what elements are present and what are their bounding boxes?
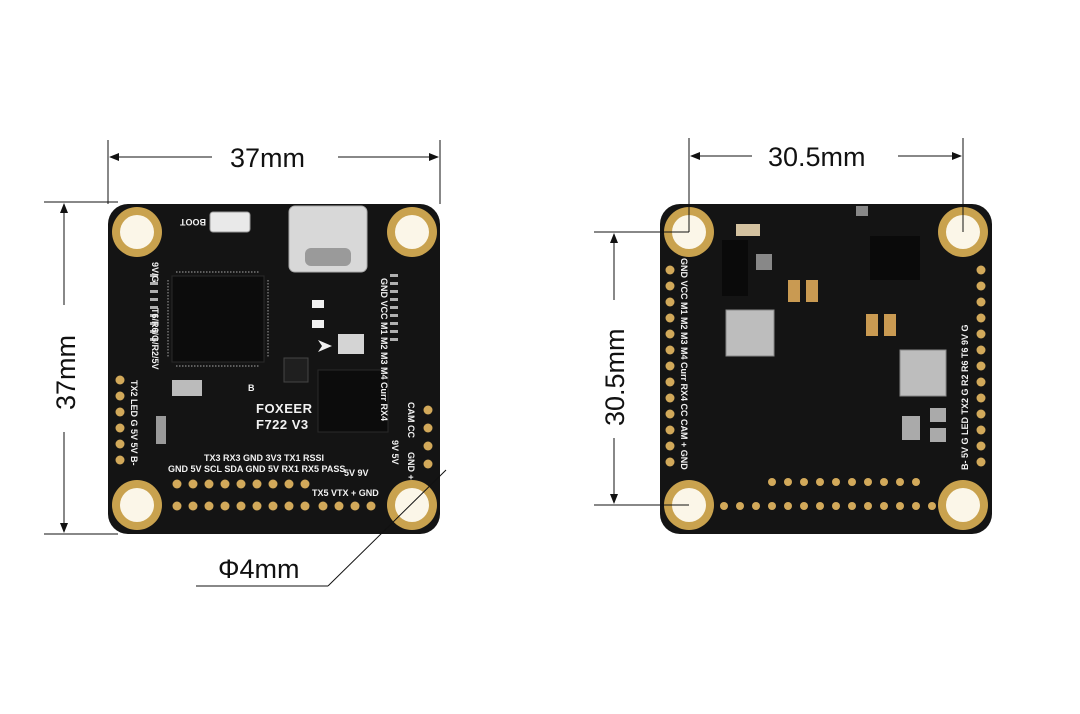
gyro-chip — [283, 357, 309, 383]
mcu-chip — [171, 275, 265, 363]
vtx-row-labels: TX5 VTX + GND — [312, 488, 379, 498]
arrow-icon — [318, 340, 332, 352]
left-pad-labels: TX2 LED G 5V 5V B- — [129, 380, 139, 466]
right-pads-cam-label: CAM CC — [406, 402, 416, 438]
top-row-labels: TX3 RX3 GND 3V3 TX1 RSSI — [204, 453, 324, 463]
back-chip-2 — [722, 240, 748, 296]
hole-diameter-label: Φ4mm — [218, 554, 300, 584]
back-left-labels: GND VCC M1 M2 M3 M4 Curr RX4 CC CAM + GN… — [679, 258, 689, 470]
back-width-dimension-label: 30.5mm — [768, 142, 866, 172]
back-solder-pads — [665, 265, 986, 510]
right-gnd-label: GND + — [406, 452, 416, 480]
front-board: BOOT TX2 LED G 5V 5V B- 9V/G T6/R6/G/R2/… — [108, 204, 440, 534]
width-dimension-label: 37mm — [230, 143, 305, 173]
inductor-1 — [725, 309, 775, 357]
boot-button — [209, 211, 251, 233]
height-dimension-label: 37mm — [51, 335, 81, 410]
front-dimensions: 37mm 37mm Φ4mm — [44, 140, 447, 587]
osd-chip — [317, 369, 389, 433]
model-label: F722 V3 — [256, 417, 309, 432]
b-marker: B — [248, 383, 255, 393]
left-connector-label-2: T6/R6/G/R2/5V — [150, 308, 160, 370]
back-chip-1 — [870, 236, 920, 280]
bottom-row-labels: GND 5V SCL SDA GND 5V RX1 RX5 PASS — [168, 464, 345, 474]
front-solder-pads — [115, 375, 433, 511]
boot-label: BOOT — [179, 217, 206, 227]
right-connector-label: GND VCC M1 M2 M3 M4 Curr RX4 — [379, 278, 389, 421]
back-right-labels: B- 5V G LED TX2 G R2 R6 T6 9V G — [960, 324, 970, 470]
left-connector-label: 9V/G — [150, 262, 160, 283]
brand-label: FOXEER — [256, 401, 313, 416]
right-pads-vtx-label: 9V 5V — [390, 440, 400, 465]
front-mounting-holes — [112, 207, 437, 530]
vtx-voltage-labels: 5V 9V — [344, 468, 369, 478]
back-height-dimension-label: 30.5mm — [600, 328, 630, 426]
inductor-2 — [899, 349, 947, 397]
front-pad-chip — [338, 334, 364, 354]
back-dimensions: 30.5mm 30.5mm — [594, 138, 964, 506]
back-board: GND VCC M1 M2 M3 M4 Curr RX4 CC CAM + GN… — [660, 204, 992, 534]
crystal — [172, 380, 202, 396]
